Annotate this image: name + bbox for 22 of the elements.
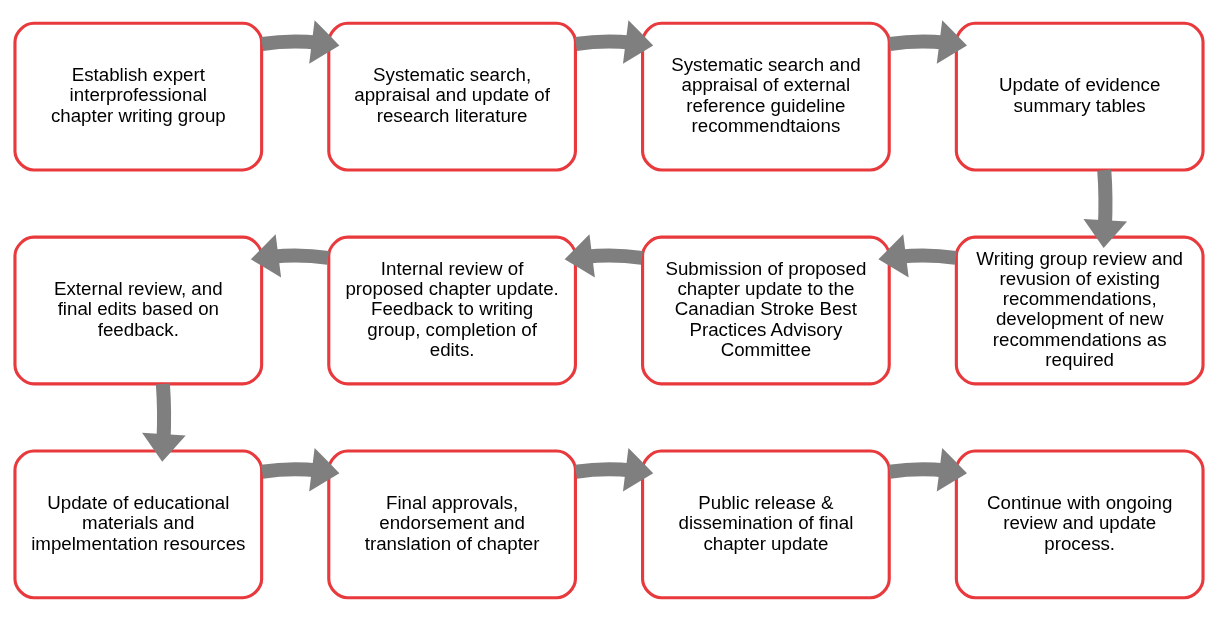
node-box: Systematic search and appraisal of external reference guideline recommendtaions xyxy=(641,21,891,172)
node-box: Writing group review and revusion of existing recommendations, development of new recommendations as required xyxy=(954,235,1205,385)
node-box: External review, and final edits based on feedback. xyxy=(13,235,264,385)
node-box: Submission of proposed chapter update to the Canadian Stroke Best Practices Advisory Committee xyxy=(641,235,891,385)
node-box: Internal review of proposed chapter update. Feedback to writing group, completion of edits. xyxy=(327,235,577,385)
arrow xyxy=(261,19,340,64)
arrow xyxy=(574,447,654,491)
node-box: Final approvals, endorsement and translation of chapter xyxy=(327,448,577,599)
node-box: Update of educational materials and impelmentation resources xyxy=(13,448,264,599)
node-box: Public release & dissemination of final chapter update xyxy=(641,448,891,599)
arrow xyxy=(250,233,330,278)
node-box: Establish expert interprofessional chapter writing group xyxy=(13,21,264,172)
node-box: Update of evidence summary tables xyxy=(954,21,1205,172)
arrow xyxy=(574,19,654,64)
arrow xyxy=(878,233,957,278)
arrow xyxy=(1083,169,1128,248)
arrow xyxy=(142,383,186,462)
arrow xyxy=(888,447,967,491)
arrow xyxy=(564,233,643,278)
node-box: Continue with ongoing review and update process. xyxy=(954,448,1205,599)
node-box: Systematic search, appraisal and update of research literature xyxy=(327,21,577,172)
arrow xyxy=(888,19,967,64)
